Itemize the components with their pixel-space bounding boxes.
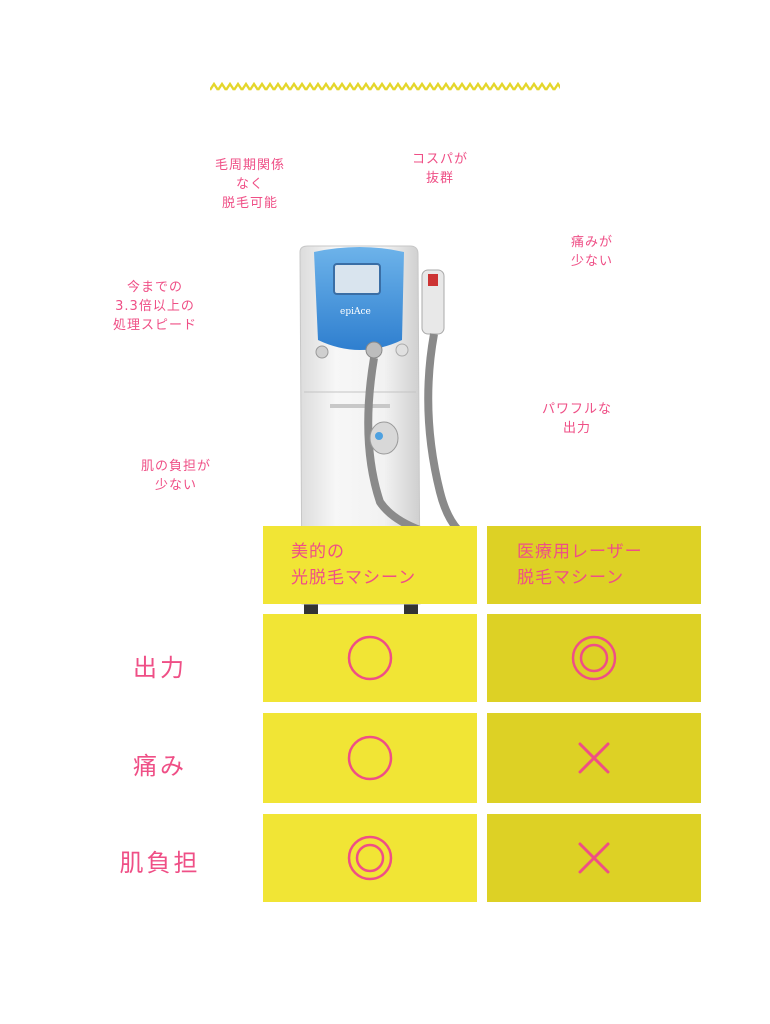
cell-output-beauty	[263, 614, 477, 702]
brand-label: epiAce	[340, 307, 371, 317]
circle-icon	[347, 735, 393, 781]
feature-power: パワフルな 出力	[541, 402, 612, 436]
feature-cost: コスパが 抜群	[411, 152, 468, 186]
cross-icon	[578, 742, 610, 774]
cell-skin-beauty	[263, 814, 477, 902]
column-header-label: 美的の 光脱毛マシーン	[291, 542, 417, 588]
cell-pain-beauty	[263, 713, 477, 803]
row-label-pain: 痛み	[133, 752, 187, 780]
feature-speed: 今までの 3.3倍以上の 処理スピード	[112, 280, 197, 333]
double-circle-icon	[347, 835, 393, 881]
feature-skin: 肌の負担が 少ない	[140, 459, 211, 493]
column-header-label: 医療用レーザー 脱毛マシーン	[517, 542, 643, 588]
cell-pain-medical	[487, 713, 701, 803]
cell-output-medical	[487, 614, 701, 702]
row-label-output: 出力	[133, 654, 187, 682]
circle-icon	[347, 635, 393, 681]
row-label-skin-burden: 肌負担	[119, 849, 201, 877]
double-circle-icon	[571, 635, 617, 681]
zigzag-divider	[210, 82, 560, 92]
cross-icon	[578, 842, 610, 874]
column-header-medical-laser: 医療用レーザー 脱毛マシーン	[487, 526, 701, 604]
feature-hair-cycle: 毛周期関係 なく 脱毛可能	[214, 158, 285, 211]
cell-skin-medical	[487, 814, 701, 902]
feature-low-pain: 痛みが 少ない	[570, 235, 613, 269]
machine-illustration: epiAce	[299, 245, 477, 618]
column-header-beauty-light: 美的の 光脱毛マシーン	[263, 526, 477, 604]
